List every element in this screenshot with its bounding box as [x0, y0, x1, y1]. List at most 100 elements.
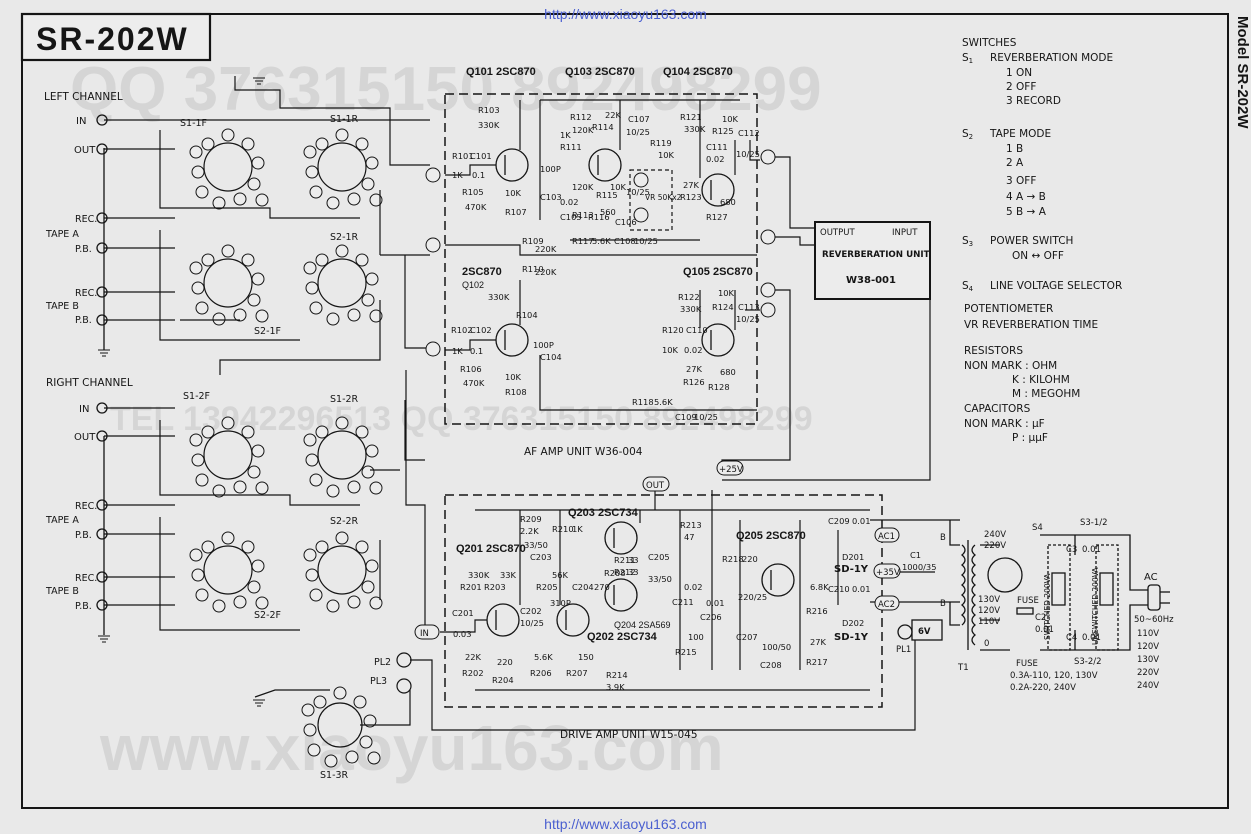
legend-res-item-3: M : MEGOHM: [1012, 388, 1080, 400]
af-part-r128: R128: [708, 382, 730, 392]
da-39k: 3.9K: [606, 682, 625, 692]
af-part-r116: R116: [588, 212, 610, 222]
af-part-c107: C107: [628, 114, 650, 124]
legend-pot-item: VR REVERBERATION TIME: [964, 319, 1098, 331]
af-part-1k: 1K: [452, 170, 463, 180]
da-33-b: 33: [628, 567, 639, 577]
af-part-002-2: 0.02: [706, 154, 724, 164]
tap-240: 240V: [984, 530, 1006, 540]
ac-spec-3: 120V: [1137, 642, 1159, 652]
af-part-330k: 330K: [478, 120, 500, 130]
da-r203: R203: [484, 582, 506, 592]
node-in: IN: [420, 629, 429, 639]
af-part-10k-5: 10K: [505, 372, 522, 382]
legend-s1-title: REVERBERATION MODE: [990, 52, 1113, 64]
af-part-002: 0.02: [560, 197, 578, 207]
q104-label: Q104 2SC870: [663, 66, 733, 78]
faint-watermark-3: www.xiaoyu163.com: [99, 712, 724, 784]
ac-spec-4: 130V: [1137, 655, 1159, 665]
left-rec-a-label: REC.: [75, 214, 97, 225]
c3-label: C3: [1066, 545, 1077, 555]
da-c209: C209: [828, 516, 850, 526]
af-part-c108: C108: [614, 236, 636, 246]
reverb-name: REVERBERATION UNIT: [822, 250, 930, 260]
da-c1: C1: [910, 550, 921, 560]
ac-label: AC: [1144, 572, 1158, 583]
node-ac2: AC2: [878, 600, 895, 610]
t1-label: T1: [957, 663, 969, 673]
da-270: 270: [594, 582, 610, 592]
right-pb-b-label: P.B.: [75, 601, 92, 612]
af-part-10k: 10K: [505, 188, 522, 198]
af-part-r120: R120: [662, 325, 684, 335]
da-27k: 27K: [810, 637, 827, 647]
da-22k: 22K: [465, 652, 482, 662]
q103-label: Q103 2SC870: [565, 66, 635, 78]
da-r216: R216: [806, 606, 828, 616]
legend-s4: S4: [962, 280, 974, 293]
af-part-002-3: 0.02: [684, 345, 702, 355]
legend-s2-item-5: 5 B → A: [1006, 206, 1047, 218]
node-out: OUT: [646, 481, 665, 491]
af-part-r104: R104: [516, 310, 538, 320]
left-wiring: [159, 76, 430, 636]
af-part-c113: C113: [738, 302, 760, 312]
watermark-url-top[interactable]: http://www.xiaoyu163.com: [544, 6, 707, 22]
legend-s3: S3: [962, 235, 973, 248]
left-s2-1f-label: S2-1F: [254, 326, 281, 337]
right-rec-b-label: REC.: [75, 573, 97, 584]
left-tape-b-label: TAPE B: [45, 301, 79, 312]
legend-s3-item: ON ↔ OFF: [1012, 250, 1064, 262]
af-part-120k-2: 120K: [572, 182, 594, 192]
af-part-10k-7: 10K: [662, 345, 679, 355]
q102-type-label: 2SC870: [462, 266, 502, 278]
q203-label: Q203 2SC734: [568, 507, 639, 519]
da-r202: R202: [462, 668, 484, 678]
af-part-r118: R118: [632, 397, 654, 407]
legend-res-title: RESISTORS: [964, 345, 1023, 357]
right-s1-2r-label: S1-2R: [330, 394, 359, 405]
right-rec-a-label: REC.: [75, 501, 97, 512]
da-220: 220: [497, 657, 513, 667]
left-pb-b-label: P.B.: [75, 315, 92, 326]
af-part-r111: R111: [560, 142, 582, 152]
fuse-label: FUSE: [1016, 659, 1038, 669]
af-part-680-2: 680: [720, 367, 736, 377]
node-35v: +35V: [876, 568, 900, 578]
fuse-spec-1: 0.3A-110, 120, 130V: [1010, 671, 1098, 681]
da-c210: C210: [828, 584, 850, 594]
right-s2-2r-label: S2-2R: [330, 516, 359, 527]
da-22k-2: 2.2K: [520, 526, 539, 536]
tap-120: 120V: [978, 606, 1000, 616]
legend-pot-title: POTENTIOMETER: [964, 303, 1053, 315]
legend-s2-title: TAPE MODE: [989, 128, 1051, 140]
left-channel-title: LEFT CHANNEL: [44, 91, 123, 103]
da-c202: C202: [520, 606, 542, 616]
da-220-25: 220/25: [738, 592, 767, 602]
af-part-vr: VR 50Kx2: [645, 193, 682, 202]
ac-spec-2: 110V: [1137, 629, 1159, 639]
right-out-label: OUT: [74, 432, 96, 443]
da-47: 47: [684, 532, 695, 542]
af-part-10-25-c: 10/25: [736, 149, 760, 159]
da-220-2: 220: [742, 554, 758, 564]
drive-amp-nodes: [414, 460, 901, 640]
da-sd1y-2: SD-1Y: [834, 632, 869, 643]
legend-switches-title: SWITCHES: [962, 37, 1017, 49]
node-ac1: AC1: [878, 532, 895, 542]
af-part-r111-v: 1K: [560, 130, 571, 140]
da-001: 0.01: [706, 598, 724, 608]
da-003: 0.03: [453, 629, 471, 639]
af-part-r127: R127: [706, 212, 728, 222]
fuse-spec-2: 0.2A-220, 240V: [1010, 683, 1076, 693]
af-part-56k-2: 5.6K: [654, 397, 673, 407]
af-part-c101: C101: [470, 151, 492, 161]
s3-2-label: S3-2/2: [1074, 657, 1102, 667]
af-part-27k: 27K: [683, 180, 700, 190]
tap-6v: 6V: [918, 627, 931, 637]
q102-label: Q102: [462, 280, 484, 290]
q204-label: Q204 2SA569: [614, 620, 671, 630]
da-100-50: 100/50: [762, 642, 791, 652]
watermark-url-bottom[interactable]: http://www.xiaoyu163.com: [544, 816, 707, 832]
